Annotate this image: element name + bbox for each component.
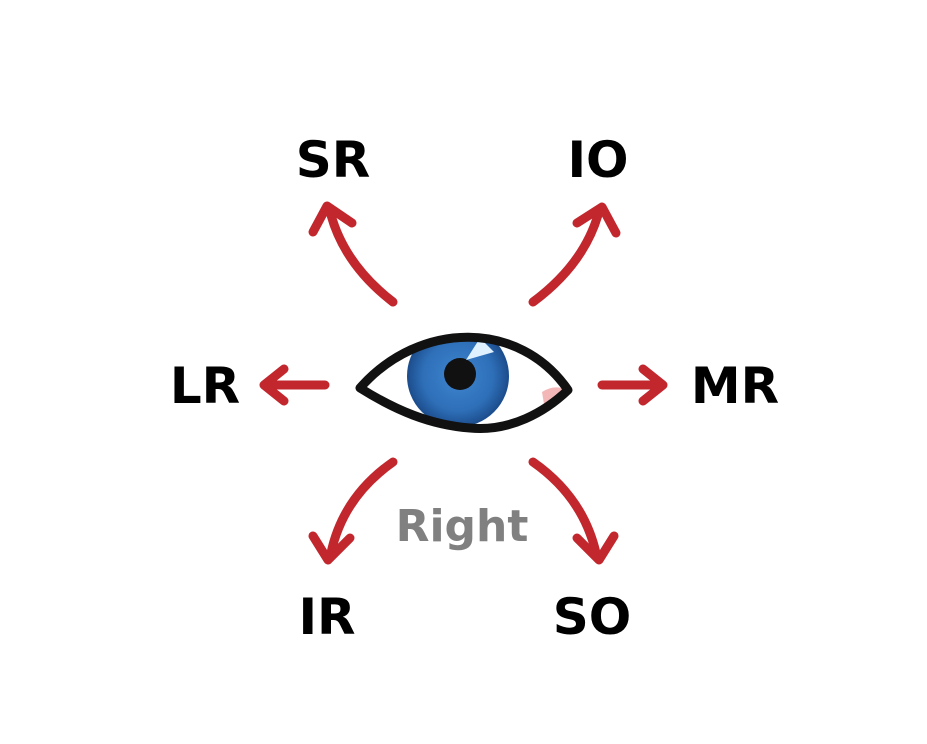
label-so: SO xyxy=(553,588,632,646)
label-sr: SR xyxy=(296,131,371,189)
eye-highlight xyxy=(466,338,494,360)
label-mr: MR xyxy=(691,357,779,415)
arrow-io xyxy=(528,202,621,307)
eye-icon xyxy=(355,332,573,434)
pupil xyxy=(444,358,476,390)
label-lr: LR xyxy=(170,357,240,415)
arrow-lr xyxy=(259,364,330,406)
eye-outline xyxy=(355,332,573,434)
side-label: Right xyxy=(396,501,529,552)
arrow-mr xyxy=(597,364,668,406)
label-io: IO xyxy=(567,131,628,189)
arrows xyxy=(259,201,668,565)
arrow-sr xyxy=(308,201,398,307)
label-ir: IR xyxy=(298,588,355,646)
arrow-ir xyxy=(308,457,398,565)
arrow-so xyxy=(528,457,619,565)
